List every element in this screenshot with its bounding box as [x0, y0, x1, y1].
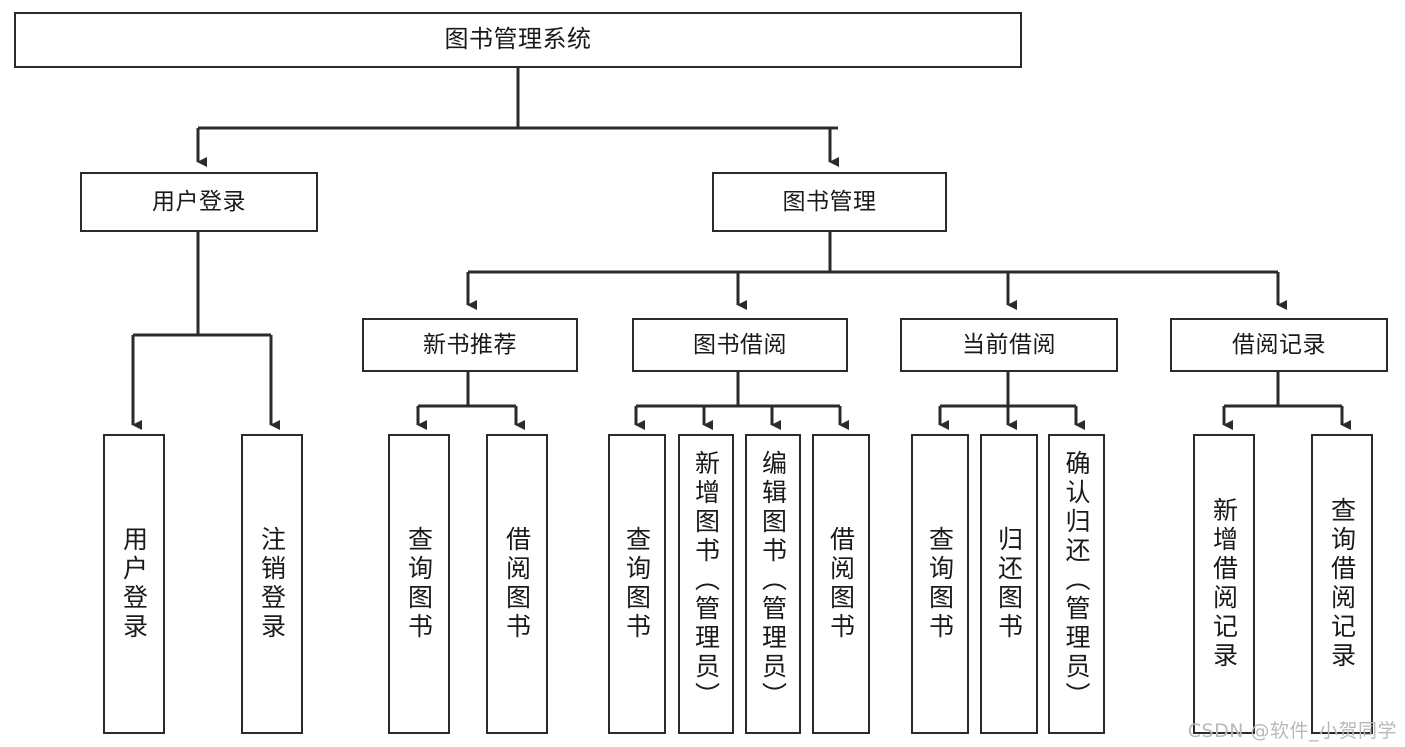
- node-root[interactable]: 图书管理系统: [14, 12, 1022, 68]
- leaf-new-book-borrow-label: 借阅图书: [502, 526, 532, 642]
- leaf-current-query-book-label: 查询图书: [925, 526, 955, 642]
- leaf-borrow-edit-book[interactable]: 编辑图书（管理员）: [745, 434, 801, 734]
- leaf-borrow-borrow-book[interactable]: 借阅图书: [812, 434, 870, 734]
- leaf-user-login-login[interactable]: 用户登录: [103, 434, 165, 734]
- leaf-current-return-book[interactable]: 归还图书: [980, 434, 1038, 734]
- node-borrow-record[interactable]: 借阅记录: [1170, 318, 1388, 372]
- leaf-borrow-add-book[interactable]: 新增图书（管理员）: [678, 434, 734, 734]
- leaf-new-book-query[interactable]: 查询图书: [388, 434, 450, 734]
- leaf-borrow-query-book-label: 查询图书: [622, 526, 652, 642]
- leaf-borrow-edit-book-label: 编辑图书（管理员）: [758, 450, 788, 711]
- leaf-borrow-borrow-book-label: 借阅图书: [826, 526, 856, 642]
- leaf-borrow-add-book-label: 新增图书（管理员）: [691, 450, 721, 711]
- node-new-book-recommend[interactable]: 新书推荐: [362, 318, 578, 372]
- node-book-management[interactable]: 图书管理: [712, 172, 947, 232]
- node-user-login-label: 用户登录: [152, 188, 246, 215]
- node-current-borrow-label: 当前借阅: [962, 331, 1056, 358]
- leaf-current-confirm-return-label: 确认归还（管理员）: [1062, 450, 1091, 711]
- csdn-watermark: CSDN @软件_小贺同学: [1187, 720, 1397, 742]
- node-book-borrow[interactable]: 图书借阅: [632, 318, 848, 372]
- node-book-borrow-label: 图书借阅: [693, 331, 787, 358]
- leaf-record-add-label: 新增借阅记录: [1209, 497, 1239, 671]
- leaf-record-query-label: 查询借阅记录: [1327, 497, 1357, 671]
- leaf-user-login-logout[interactable]: 注销登录: [241, 434, 303, 734]
- leaf-current-confirm-return[interactable]: 确认归还（管理员）: [1048, 434, 1105, 734]
- leaf-user-login-login-label: 用户登录: [119, 526, 149, 642]
- leaf-new-book-query-label: 查询图书: [404, 526, 434, 642]
- leaf-new-book-borrow[interactable]: 借阅图书: [486, 434, 548, 734]
- node-borrow-record-label: 借阅记录: [1232, 331, 1326, 358]
- leaf-record-query[interactable]: 查询借阅记录: [1311, 434, 1373, 734]
- leaf-current-query-book[interactable]: 查询图书: [911, 434, 969, 734]
- leaf-record-add[interactable]: 新增借阅记录: [1193, 434, 1255, 734]
- node-root-label: 图书管理系统: [444, 25, 592, 54]
- leaf-user-login-logout-label: 注销登录: [257, 526, 287, 642]
- node-new-book-recommend-label: 新书推荐: [423, 331, 517, 358]
- node-user-login[interactable]: 用户登录: [80, 172, 318, 232]
- leaf-borrow-query-book[interactable]: 查询图书: [608, 434, 666, 734]
- node-current-borrow[interactable]: 当前借阅: [900, 318, 1118, 372]
- leaf-current-return-book-label: 归还图书: [994, 526, 1024, 642]
- node-book-management-label: 图书管理: [782, 188, 877, 215]
